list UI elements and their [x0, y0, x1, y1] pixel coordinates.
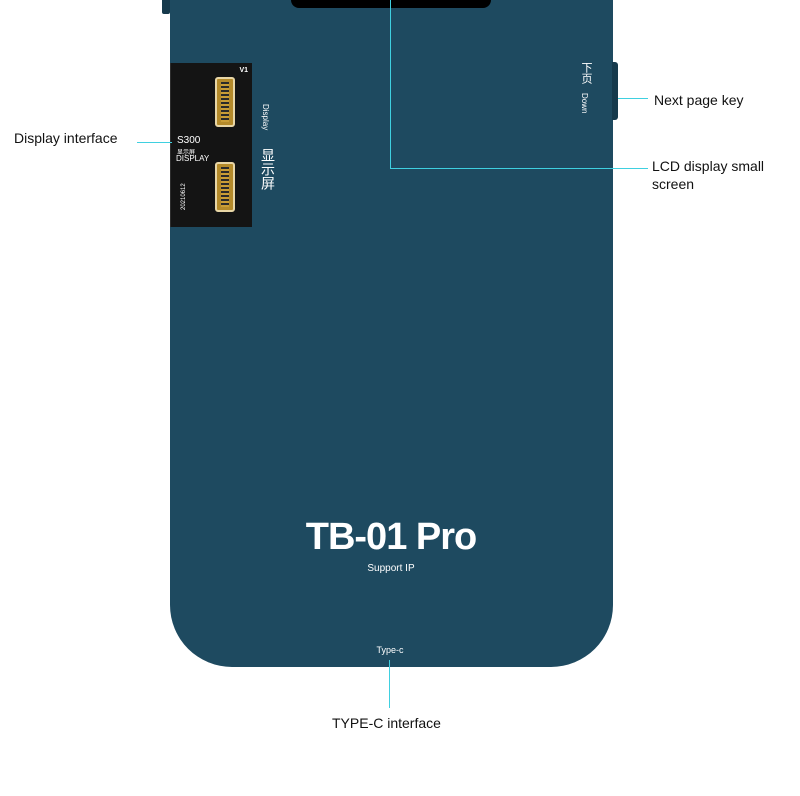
display-interface-leader-line	[137, 142, 172, 143]
display-en-marking: Display	[261, 104, 270, 131]
device-subtitle: Support IP	[367, 563, 415, 574]
display-cn-marking: 显示屏	[260, 148, 276, 190]
board-date: 20210612	[181, 183, 187, 210]
display-connector-top	[215, 77, 235, 127]
lcd-leader-line-horizontal	[390, 168, 648, 169]
device-model-title: TB-01 Pro	[305, 516, 477, 558]
board-cn-label: 显示屏	[177, 150, 196, 156]
side-button-left	[162, 0, 170, 14]
lcd-leader-line-vertical	[390, 0, 391, 169]
board-model: S300	[177, 135, 201, 146]
board-version: V1	[239, 67, 248, 74]
typec-interface-callout: TYPE-C interface	[332, 715, 441, 731]
display-interface-board: V1 S300 显示屏 DISPLAY 20210612	[170, 63, 252, 227]
lcd-display-callout-line2: screen	[652, 176, 695, 192]
next-page-key-leader-line	[618, 98, 648, 99]
lcd-display-callout: LCD display small screen	[652, 157, 764, 193]
lcd-small-screen	[291, 0, 491, 8]
next-page-key[interactable]	[612, 62, 618, 120]
down-en-marking: Down	[580, 93, 589, 114]
lcd-display-callout-line1: LCD display small	[652, 158, 765, 174]
typec-port-label: Type-c	[376, 645, 404, 655]
down-cn-marking: 下页	[580, 62, 592, 84]
display-interface-callout: Display interface	[14, 130, 118, 146]
board-display-label: DISPLAY	[176, 154, 210, 163]
display-connector-bottom	[215, 162, 235, 212]
typec-leader-line	[389, 660, 390, 708]
next-page-key-callout: Next page key	[654, 92, 744, 108]
